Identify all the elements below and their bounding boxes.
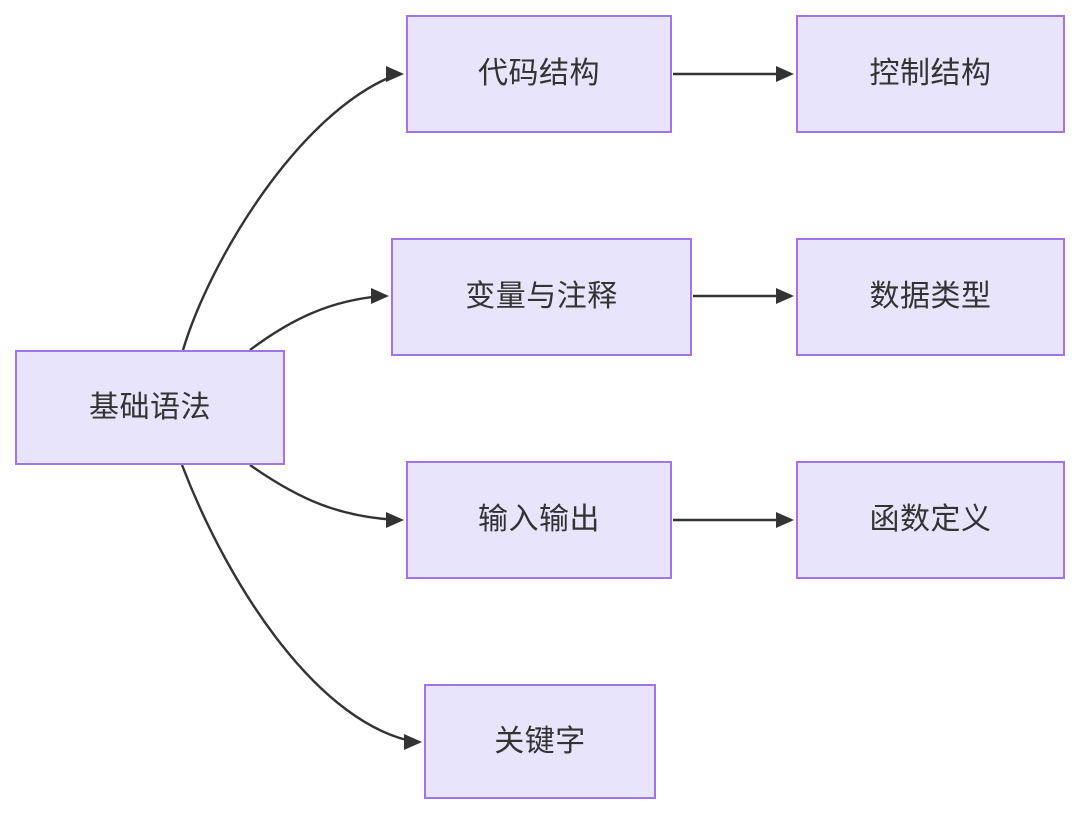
node-root[interactable]: 基础语法	[15, 350, 285, 465]
node-variables-comments[interactable]: 变量与注释	[391, 238, 692, 356]
arrow-head-icon	[776, 66, 794, 82]
edge-root-to-variables-comments	[249, 288, 389, 351]
edge-input-output-to-function-definition	[673, 512, 794, 528]
node-input-output[interactable]: 输入输出	[406, 461, 672, 579]
arrow-head-icon	[776, 288, 794, 304]
node-label: 变量与注释	[465, 280, 618, 313]
edge-root-to-code-structure	[181, 66, 404, 351]
node-label: 代码结构	[478, 57, 600, 90]
node-label: 数据类型	[869, 280, 992, 313]
arrow-head-icon	[776, 512, 794, 528]
edge-variables-comments-to-data-types	[693, 288, 794, 304]
edges-group	[180, 66, 794, 750]
node-label: 控制结构	[869, 57, 992, 90]
node-label: 输入输出	[478, 503, 600, 536]
arrow-head-icon	[404, 734, 422, 750]
arrow-head-icon	[386, 66, 404, 82]
edge-line	[249, 464, 399, 522]
node-code-structure[interactable]: 代码结构	[406, 15, 672, 133]
node-control-structure[interactable]: 控制结构	[796, 15, 1065, 133]
node-label: 基础语法	[89, 390, 211, 424]
edge-line	[249, 294, 384, 351]
node-keywords[interactable]: 关键字	[424, 684, 656, 799]
arrow-head-icon	[371, 288, 389, 304]
edge-line	[180, 464, 417, 744]
edge-root-to-input-output	[249, 464, 404, 528]
arrow-head-icon	[386, 512, 404, 528]
edge-root-to-keywords	[180, 464, 422, 750]
edge-line	[181, 72, 399, 351]
node-data-types[interactable]: 数据类型	[796, 238, 1065, 356]
node-label: 关键字	[494, 724, 586, 758]
node-function-definition[interactable]: 函数定义	[796, 461, 1065, 579]
node-label: 函数定义	[869, 503, 992, 536]
edge-code-structure-to-control-structure	[673, 66, 794, 82]
